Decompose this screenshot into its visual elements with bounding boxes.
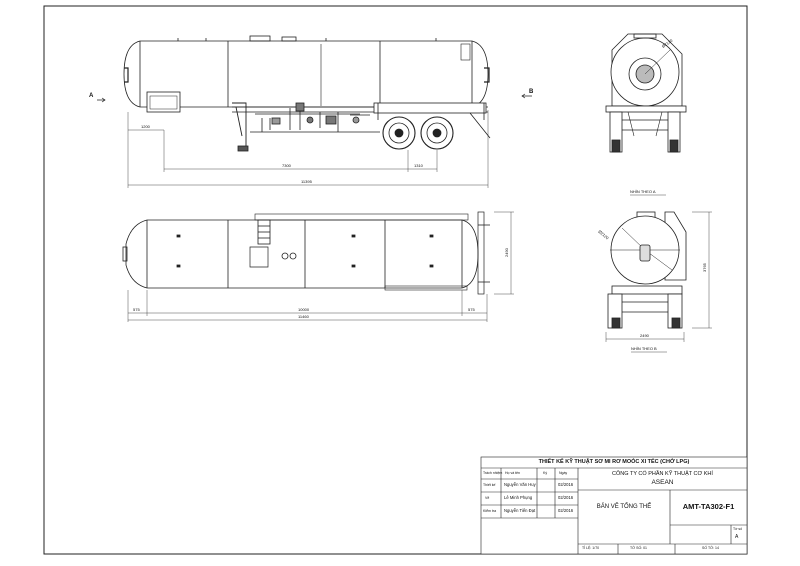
row-date: 02/2016 [558,482,574,487]
title-block-grid [480,456,748,555]
row-name: Lê Minh Phụng [504,495,533,500]
view-b-diameter: Ø2120 [597,229,610,241]
end-view-a [605,33,687,153]
sheet-number: TỜ SỐ: 01 [630,546,648,550]
company-name-line2: ASEAN [651,479,674,486]
header-date: Ngày [559,471,568,475]
row-name: Nguyễn Văn Huy [504,482,536,487]
dim-tank-length: 10000 [298,307,310,312]
view-b-caption: NHÌN THEO B [631,346,657,351]
row-date: 02/2016 [558,495,574,500]
row-date: 02/2016 [558,508,574,513]
side-view [123,35,491,188]
dim-width: 2490 [504,247,509,257]
dim-overall-top: 11460 [298,314,310,319]
svg-text:A: A [89,93,94,99]
header-sign: Ký [543,471,548,475]
sheet-frame [43,5,748,555]
scale: TỈ LỆ: 1/70 [582,546,600,550]
sheet-count: SỐ TỜ: 14 [702,546,719,550]
end-view-b [605,211,712,342]
view-marker-a: A [89,93,106,103]
dim-axle-pos: 7300 [282,163,292,168]
dim-axle-spacing: 1310 [414,163,424,168]
row-role: Kiểm tra [483,509,497,513]
row-name: Nguyễn Tiến Đạt [504,508,536,513]
view-a-caption: NHÌN THEO A [630,189,656,194]
row-role: Thiết kế [483,483,496,487]
top-view [122,211,514,322]
drawing-code: AMT-TA302-F1 [682,502,735,511]
view-marker-b: B [521,89,534,99]
sheet-label: Tờ số [733,527,743,531]
view-b-height: 3765 [702,262,707,272]
dim-overall-side: 11395 [301,179,313,184]
drawing-title: THIẾT KẾ KỸ THUẬT SƠ MI RƠ MOÓC XI TÉC (… [538,459,690,465]
dim-right-end: 575 [468,307,475,312]
dim-overhang: 1200 [141,124,151,129]
dim-left-end: 575 [133,307,140,312]
sheet-name: BẢN VẼ TỔNG THỂ [596,504,652,510]
row-role: Vẽ [485,496,490,500]
company-name-line1: CÔNG TY CỔ PHẦN KỸ THUẬT CƠ KHÍ [612,471,713,477]
sheet-value: A [735,534,739,540]
header-name: Họ và tên [505,471,520,475]
view-a-diameter: Ø2120 [661,37,674,48]
header-role: Trách nhiệm [483,471,503,475]
view-b-track: 2490 [640,333,650,338]
svg-text:B: B [529,89,534,95]
